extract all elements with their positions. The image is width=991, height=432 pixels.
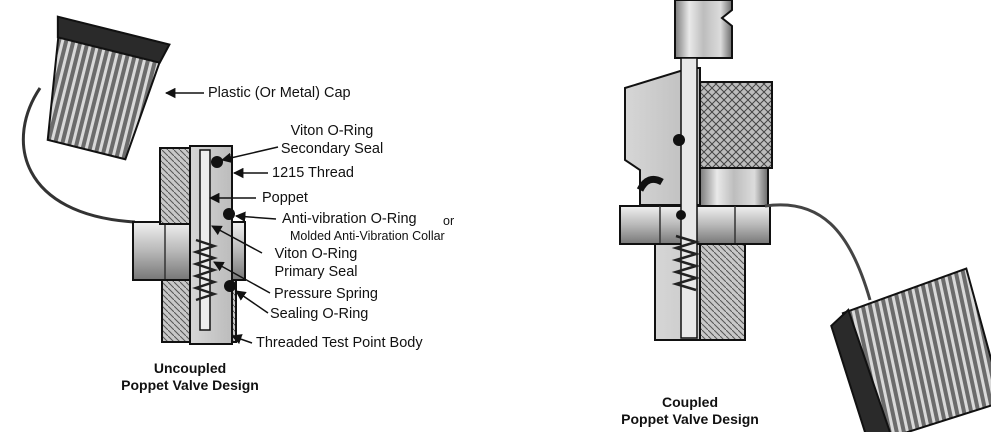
- plastic-cap: [46, 15, 171, 161]
- label-sealing-oring: Sealing O-Ring: [270, 306, 369, 322]
- body-cutaway: [189, 145, 233, 345]
- cap-tether: [21, 87, 136, 224]
- caption-coupled-line1: Coupled: [662, 394, 718, 410]
- sealing-oring: [224, 280, 236, 292]
- label-anti-vibration: Anti-vibration O-Ring: [282, 211, 417, 227]
- label-anti-vibration-or: or: [443, 214, 455, 228]
- label-viton-primary-1: Viton O-Ring: [274, 246, 358, 262]
- poppet-stem: [199, 149, 211, 331]
- caption-coupled-line2: Poppet Valve Design: [621, 411, 759, 427]
- knurled-sleeve: [699, 81, 773, 169]
- label-poppet: Poppet: [262, 190, 308, 206]
- coupled-illustration: [619, 0, 991, 432]
- anti-vibration-oring: [223, 208, 235, 220]
- caption-uncoupled-line2: Poppet Valve Design: [121, 377, 259, 393]
- label-viton-secondary-1: Viton O-Ring: [290, 123, 374, 139]
- coupled-cap-tether: [764, 203, 872, 301]
- coupler-probe: [674, 0, 733, 59]
- caption-uncoupled: Uncoupled Poppet Valve Design: [90, 360, 290, 394]
- caption-uncoupled-line1: Uncoupled: [153, 360, 227, 376]
- label-molded-collar: Molded Anti-Vibration Collar: [290, 229, 445, 243]
- coupled-cap: [830, 267, 991, 432]
- label-pressure-spring: Pressure Spring: [274, 286, 378, 302]
- coupled-spring: [671, 234, 701, 292]
- caption-coupled: Coupled Poppet Valve Design: [590, 394, 790, 428]
- uncoupled-leaders: [164, 87, 279, 345]
- label-test-point-body: Threaded Test Point Body: [256, 335, 423, 351]
- viton-secondary-oring: [211, 156, 223, 168]
- label-viton-primary-2: Primary Seal: [274, 264, 358, 280]
- label-viton-secondary-2: Secondary Seal: [280, 141, 384, 157]
- uncoupled-illustration: [21, 15, 246, 345]
- label-cap: Plastic (Or Metal) Cap: [208, 85, 351, 101]
- label-thread: 1215 Thread: [272, 165, 354, 181]
